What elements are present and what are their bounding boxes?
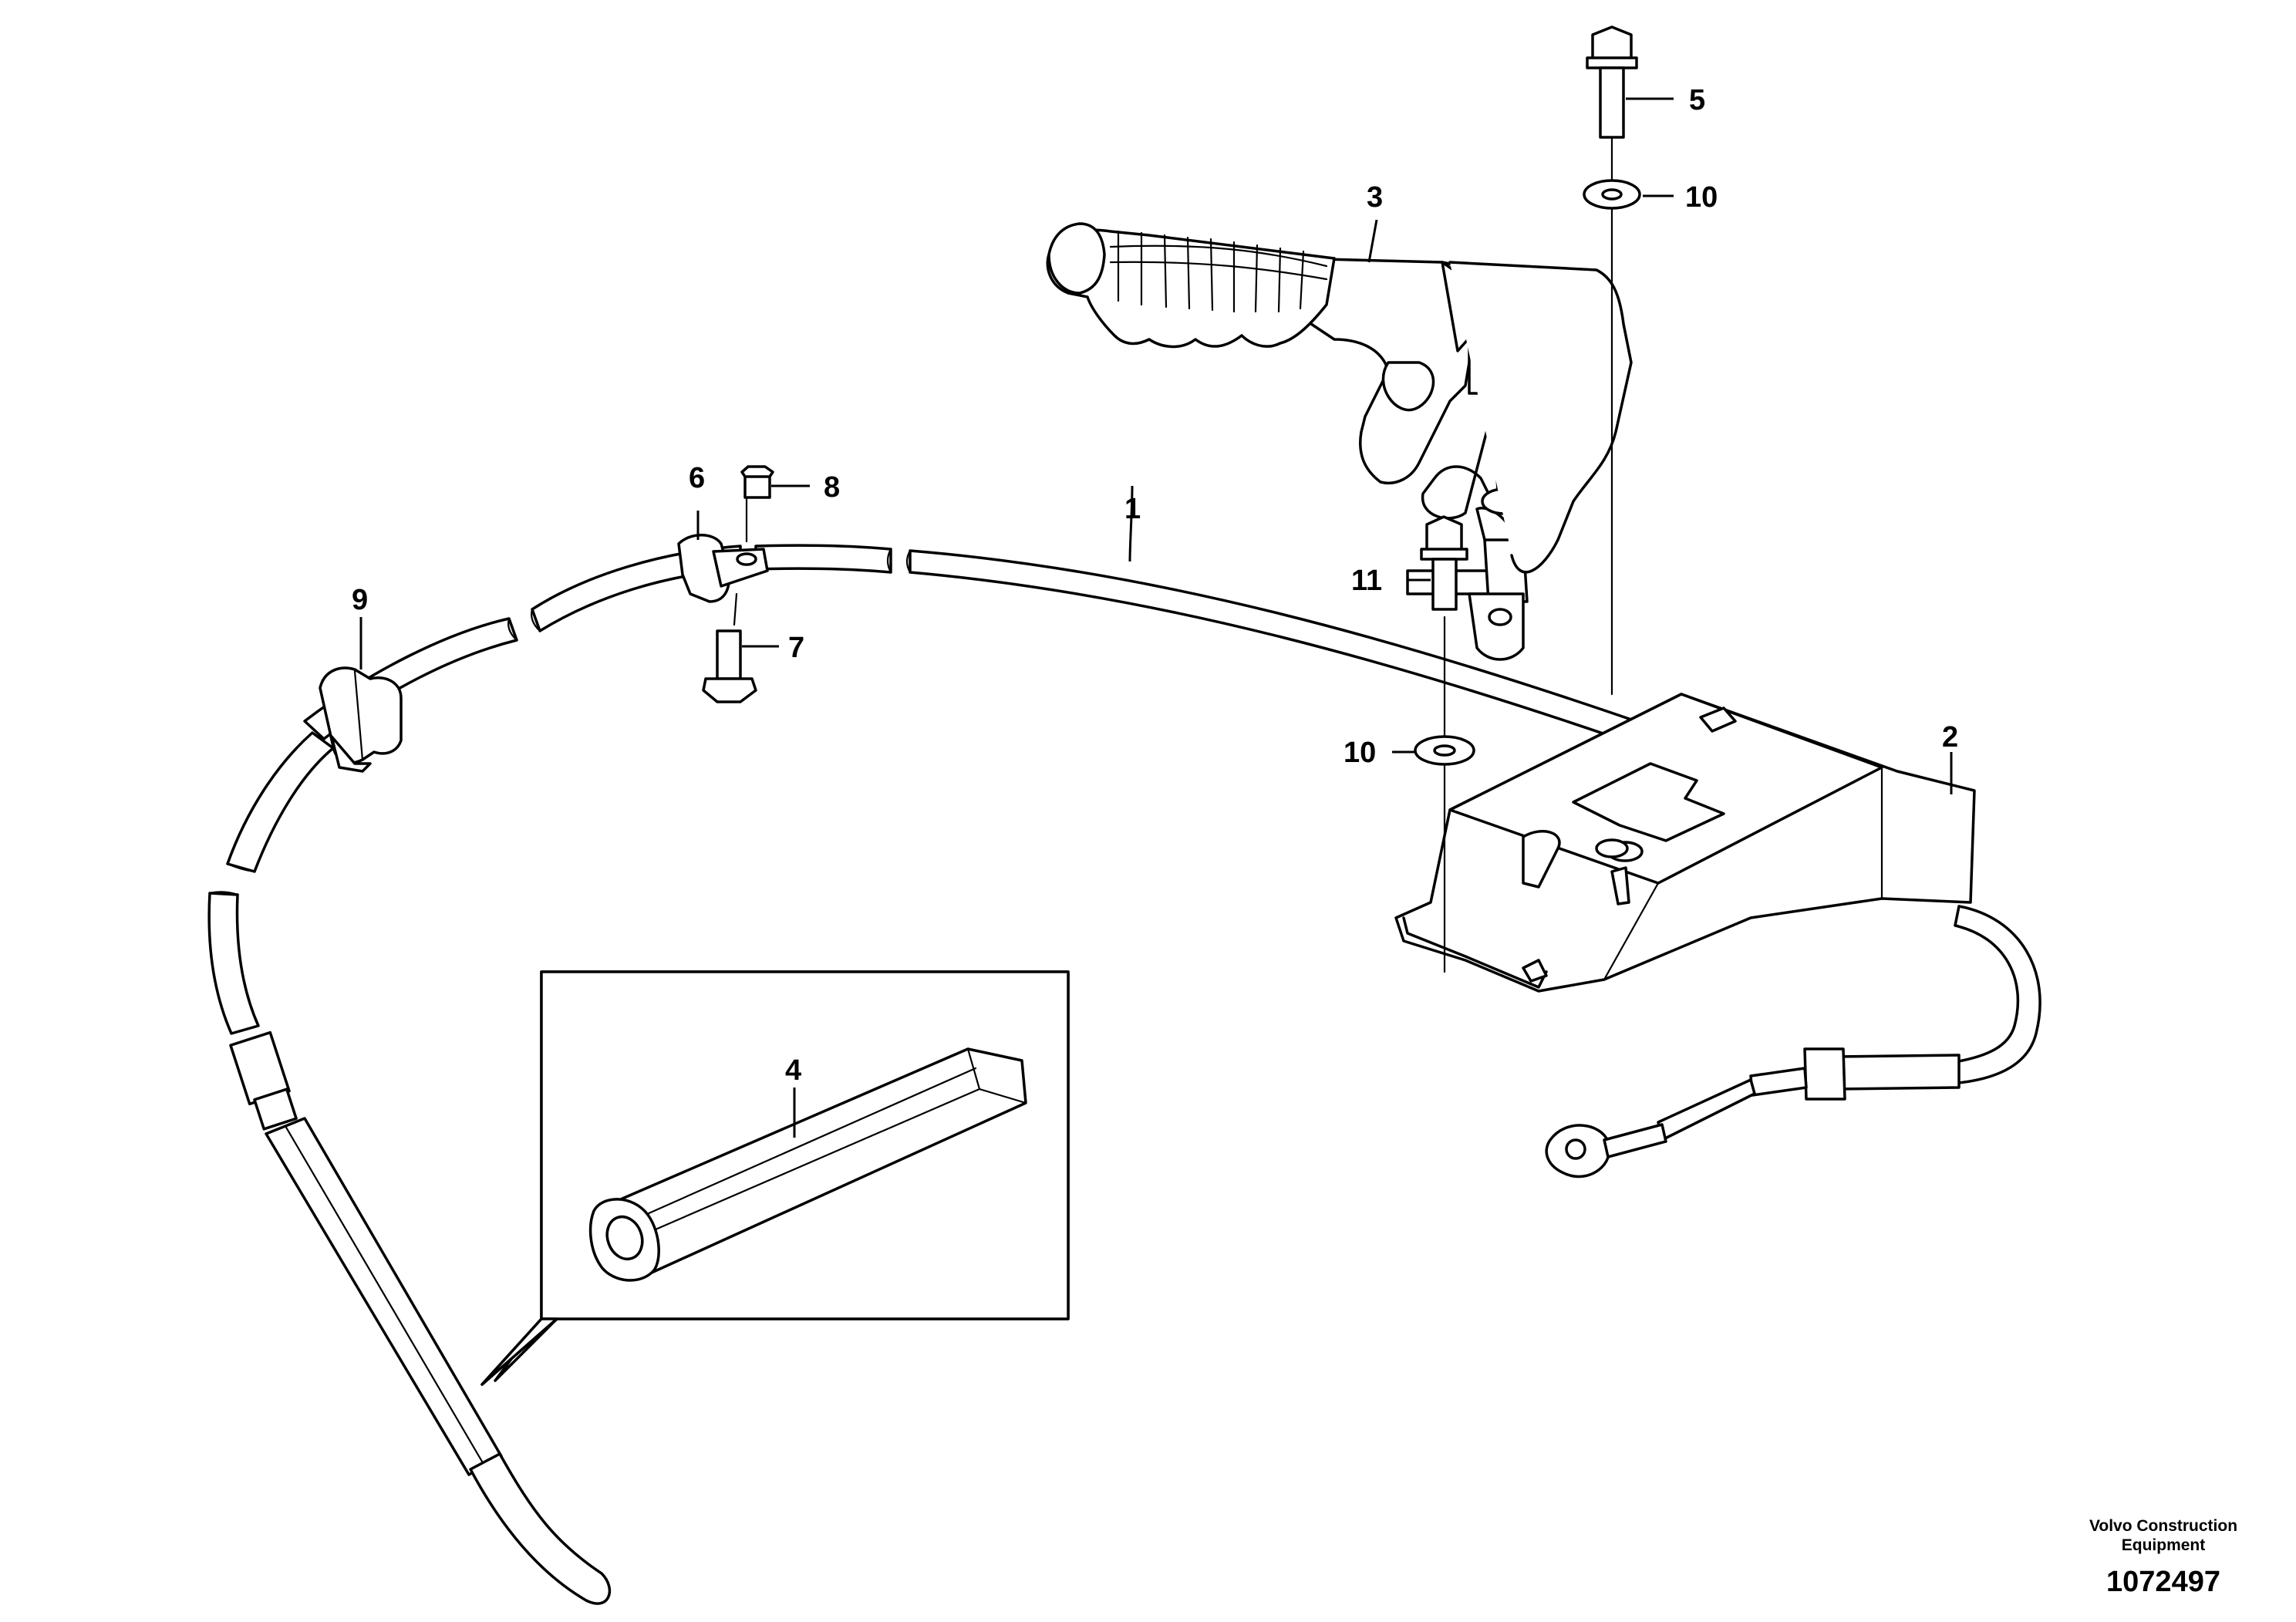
callout-8: 8: [824, 471, 840, 504]
callout-5: 5: [1689, 84, 1705, 116]
callout-2: 2: [1942, 721, 1958, 754]
nut-8: [740, 465, 774, 499]
screw-11: [1420, 515, 1468, 973]
callout-7: 7: [788, 632, 804, 664]
cable-clip-6: [677, 475, 769, 626]
lever-bracket: [1394, 693, 1976, 993]
company-name-line1: Volvo Construction: [2089, 1517, 2237, 1535]
callout-4: 4: [785, 1054, 801, 1087]
washer-10-upper: [1583, 179, 1641, 210]
grommet-9: [319, 666, 403, 773]
callout-labels: 1 2 3 4 5 6 7 8 9 10 10 11: [352, 84, 1958, 1087]
screw-7: [702, 629, 757, 703]
cable-adjuster: [1545, 1047, 1961, 1179]
company-name-line2: Equipment: [2122, 1536, 2206, 1554]
protection-tube-4: [588, 1047, 1027, 1282]
drawing-number: 1072497: [2106, 1566, 2220, 1598]
leader-lines: [359, 97, 1953, 1138]
washer-10-lower: [1414, 735, 1475, 766]
callout-11: 11: [1351, 565, 1382, 597]
callout-9: 9: [352, 584, 368, 616]
callout-3: 3: [1367, 181, 1383, 214]
callout-10-lower: 10: [1344, 737, 1376, 769]
hand-brake-lever: [1046, 222, 1633, 661]
screw-5: [1586, 25, 1638, 696]
callout-10-upper: 10: [1685, 181, 1718, 214]
callout-1: 1: [1124, 493, 1141, 525]
callout-6: 6: [689, 462, 705, 494]
publisher-block: Volvo Construction Equipment 1072497: [2089, 1517, 2237, 1598]
bracket-washer: [1595, 838, 1629, 858]
